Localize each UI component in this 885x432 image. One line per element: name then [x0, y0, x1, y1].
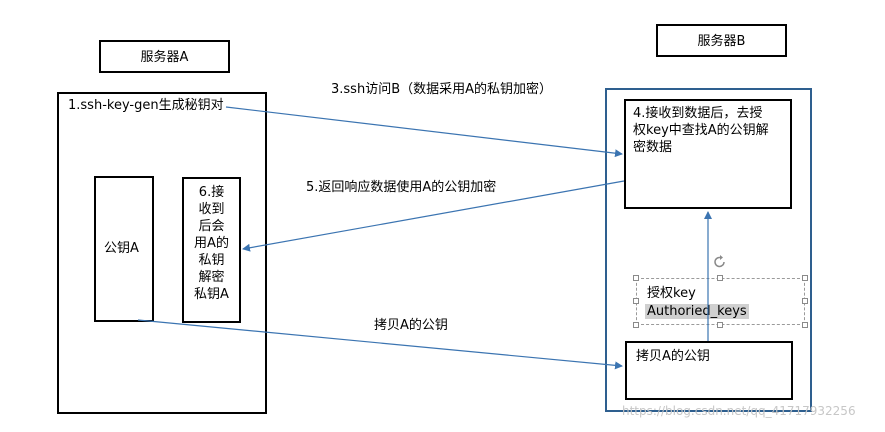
step6-text: 6.接 收到 后会 用A的 私钥 解密 私钥A — [184, 184, 239, 303]
watermark: https://blog.csdn.net/qq_41717932256 — [622, 404, 856, 418]
step1-label: 1.ssh-key-gen生成秘钥对 — [68, 98, 224, 113]
server-b-label-box: 服务器B — [656, 24, 787, 57]
arrow-copy-key — [137, 319, 623, 370]
step6-line: 私钥 — [198, 253, 225, 268]
arrow-step5 — [242, 180, 625, 252]
step4-text: 4.接收到数据后，去授 权key中查找A的公钥解 密数据 — [633, 105, 769, 156]
step4-line: 权key中查找A的公钥解 — [633, 123, 769, 138]
selection-handle[interactable] — [717, 322, 723, 328]
auth-key-file-text: Authoried_keys — [645, 304, 749, 319]
rotate-handle-icon[interactable] — [712, 254, 728, 270]
selection-handle[interactable] — [717, 275, 723, 281]
step4-box: 4.接收到数据后，去授 权key中查找A的公钥解 密数据 — [624, 99, 792, 209]
step5-label: 5.返回响应数据使用A的公钥加密 — [306, 180, 497, 195]
step3-label: 3.ssh访问B（数据采用A的私钥加密） — [331, 82, 553, 97]
step6-line: 后会 — [198, 219, 225, 234]
server-b-label: 服务器B — [697, 34, 746, 49]
step4-line: 4.接收到数据后，去授 — [633, 106, 763, 121]
selection-handle[interactable] — [633, 275, 639, 281]
server-a-label: 服务器A — [140, 50, 189, 65]
step6-line: 私钥A — [194, 287, 229, 302]
step4-line: 密数据 — [633, 140, 673, 155]
public-key-a-box: 公钥A — [94, 176, 154, 322]
selection-handle[interactable] — [802, 275, 808, 281]
step6-line: 收到 — [198, 202, 225, 217]
selection-handle[interactable] — [802, 298, 808, 304]
selection-handle[interactable] — [802, 322, 808, 328]
copy-key-box-label: 拷贝A的公钥 — [636, 349, 710, 364]
step6-line: 解密 — [198, 270, 225, 285]
auth-key-title: 授权key — [647, 286, 696, 301]
selection-handle[interactable] — [633, 322, 639, 328]
arrow-step3 — [225, 106, 623, 158]
selection-handle[interactable] — [633, 298, 639, 304]
copy-key-label: 拷贝A的公钥 — [374, 318, 448, 333]
step6-box: 6.接 收到 后会 用A的 私钥 解密 私钥A — [182, 177, 241, 323]
step6-line: 6.接 — [198, 185, 225, 200]
server-a-label-box: 服务器A — [99, 40, 230, 73]
auth-key-file: Authoried_keys — [645, 303, 749, 320]
copy-key-box: 拷贝A的公钥 — [625, 341, 793, 400]
step6-line: 用A的 — [194, 236, 229, 251]
public-key-a-label: 公钥A — [104, 241, 139, 256]
